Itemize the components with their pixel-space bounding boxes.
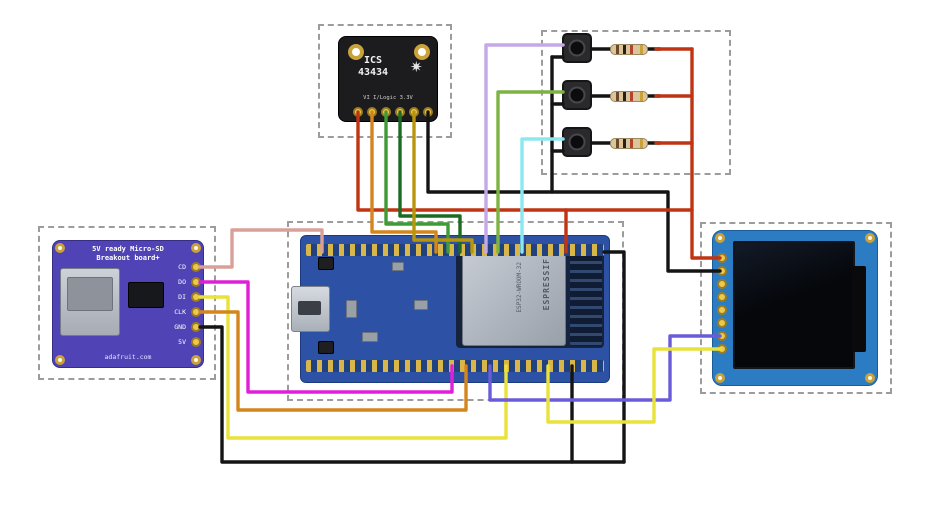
resistor-1 xyxy=(610,44,648,55)
sd-pin-label-di: DI xyxy=(178,293,186,301)
push-button-3 xyxy=(562,127,592,157)
esp32-wroom-module: ESPRESSIF ESP32-WROOM-32 xyxy=(456,250,604,348)
oled-flex-connector xyxy=(852,266,866,352)
smd-component xyxy=(346,300,357,318)
sd-board-title-line1: 5V ready Micro-SD xyxy=(92,245,164,253)
mounting-hole-icon xyxy=(865,373,875,383)
mounting-hole-icon xyxy=(715,233,725,243)
sd-pin-label-do: DO xyxy=(178,278,186,286)
mic-title-line2: 43434 xyxy=(357,67,389,78)
sd-pin-label-clk: CLK xyxy=(174,308,186,316)
mounting-hole-icon xyxy=(348,44,364,60)
oled-pin-pad xyxy=(717,344,727,354)
sd-pin-pad xyxy=(191,277,201,287)
sd-board-title-line2: Breakout board+ xyxy=(96,254,160,262)
sd-pin-pad xyxy=(191,307,201,317)
sd-board-brand: adafruit.com xyxy=(104,353,152,361)
oled-pin-pad xyxy=(717,318,727,328)
mounting-hole-icon xyxy=(55,355,65,365)
oled-pin-pad xyxy=(717,279,727,289)
push-button-1 xyxy=(562,33,592,63)
mic-pin-pad xyxy=(367,107,377,117)
level-shifter-chip xyxy=(128,282,164,308)
micro-sd-card xyxy=(67,277,113,311)
esp32-top-pin-header xyxy=(306,244,604,256)
oled-pin-pad xyxy=(717,266,727,276)
mounting-hole-icon xyxy=(865,233,875,243)
smd-component xyxy=(414,300,428,310)
esp32-bottom-pin-header xyxy=(306,360,604,372)
module-name-text: ESP32-WROOM-32 xyxy=(516,262,523,313)
antenna-area xyxy=(570,252,602,346)
en-button xyxy=(318,257,334,270)
mic-pin-pad xyxy=(409,107,419,117)
oled-pin-pad xyxy=(717,292,727,302)
sd-pin-label-gnd: GND xyxy=(174,323,186,331)
smd-component xyxy=(392,262,404,271)
oled-screen xyxy=(733,241,855,369)
mic-pin-pad xyxy=(353,107,363,117)
mic-pin-pad xyxy=(395,107,405,117)
adafruit-flower-icon: ✷ xyxy=(410,59,423,76)
mic-caption: VI I/Logic 3.3V xyxy=(363,95,413,101)
micro-sd-socket xyxy=(60,268,120,336)
mic-pin-pad xyxy=(381,107,391,117)
resistor-3 xyxy=(610,138,648,149)
oled-pin-pad xyxy=(717,331,727,341)
mic-pin-pad xyxy=(423,107,433,117)
mounting-hole-icon xyxy=(55,243,65,253)
sd-pin-pad xyxy=(191,292,201,302)
sd-pin-label-cd: CD xyxy=(178,263,186,271)
boot-button xyxy=(318,341,334,354)
mounting-hole-icon xyxy=(715,373,725,383)
sd-pin-pad xyxy=(191,337,201,347)
smd-component xyxy=(362,332,378,342)
oled-module-outline xyxy=(700,222,892,394)
usb-slot xyxy=(298,301,321,315)
sd-pin-pad xyxy=(191,322,201,332)
micro-usb-port xyxy=(291,286,330,332)
mounting-hole-icon xyxy=(414,44,430,60)
resistor-2 xyxy=(610,91,648,102)
oled-pin-pad xyxy=(717,305,727,315)
module-brand-text: ESPRESSIF xyxy=(542,258,551,311)
sd-pin-pad xyxy=(191,262,201,272)
mic-title-line1: ICS xyxy=(363,55,383,66)
push-button-2 xyxy=(562,80,592,110)
oled-pin-pad xyxy=(717,253,727,263)
sd-pin-label-5v: 5V xyxy=(178,338,186,346)
